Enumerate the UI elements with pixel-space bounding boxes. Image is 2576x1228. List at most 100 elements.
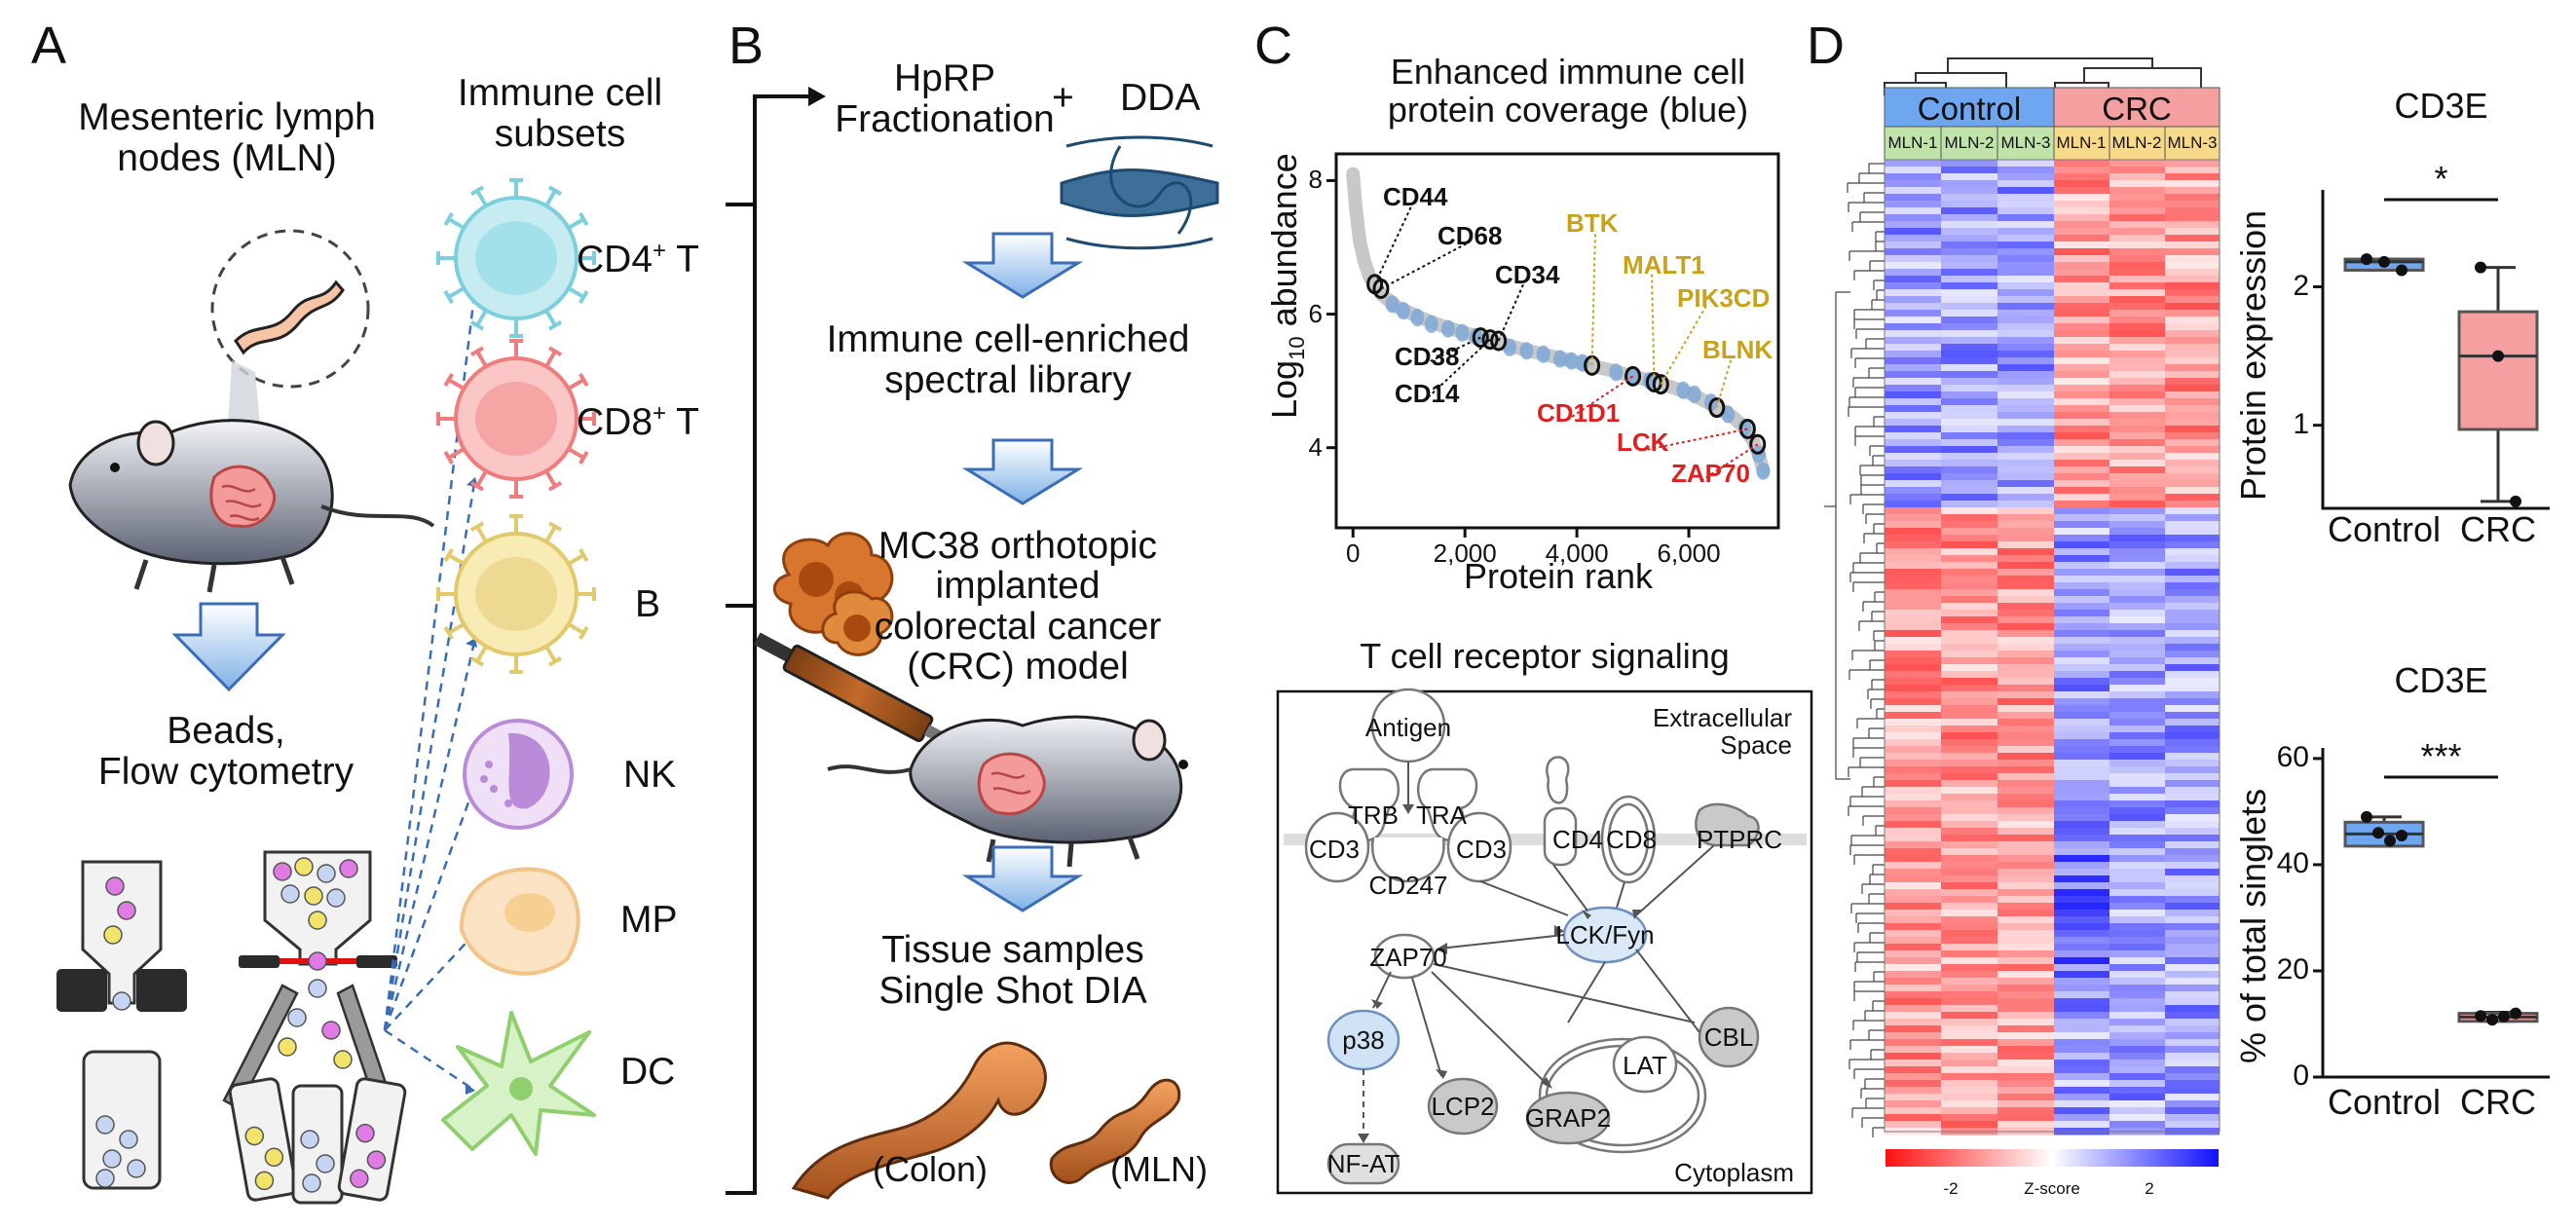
heatmap-cell <box>1997 651 2054 658</box>
node-cd3-left: CD3 <box>1308 835 1361 864</box>
heatmap-cell <box>1997 916 2054 924</box>
heatmap-cell <box>1997 855 2054 863</box>
heatmap-cell <box>2109 1114 2165 1122</box>
heatmap-cell <box>1885 1053 1941 1061</box>
receptor-spike <box>475 309 488 327</box>
heatmap-cell <box>1885 548 1941 556</box>
heatmap-cell <box>2054 1100 2109 1108</box>
heatmap-cell <box>2165 657 2220 665</box>
heatmap-cell <box>2165 432 2220 440</box>
cell-nucleus <box>508 732 550 809</box>
heatmap-cell <box>2054 685 2109 692</box>
heatmap-cell <box>1885 889 1941 897</box>
heatmap-cell <box>1997 235 2054 242</box>
receptor-spike <box>475 645 488 663</box>
immune-protein-point <box>1676 381 1691 399</box>
granule <box>485 761 493 768</box>
heatmap-cell <box>2109 1094 2165 1101</box>
heatmap-cell <box>2165 303 2220 311</box>
heatmap-cell <box>2165 855 2220 863</box>
heatmap-cell <box>2109 255 2165 263</box>
heatmap-cell <box>2109 1060 2165 1067</box>
heatmap-cell <box>1997 794 2054 801</box>
heatmap-cell <box>2109 882 2165 890</box>
x-tick-label: 6,000 <box>1657 539 1721 568</box>
b-cell-icon <box>436 514 596 674</box>
heatmap-cell <box>2054 950 2109 958</box>
heatmap-cell <box>2165 903 2220 911</box>
heatmap-cell <box>2109 637 2165 645</box>
heatmap-cell <box>1941 821 1997 829</box>
heatmap-cell <box>1997 160 2054 167</box>
heatmap-cell <box>2165 412 2220 420</box>
heatmap-cell <box>2109 1073 2165 1081</box>
heatmap-cell <box>1885 1060 1941 1067</box>
heatmap-cell <box>1997 821 2054 829</box>
heatmap-cell <box>2054 235 2109 242</box>
heatmap-cell <box>1997 1114 2054 1122</box>
cell-nucleus <box>509 1077 533 1100</box>
heatmap-cell <box>1997 296 2054 304</box>
heatmap-cell <box>2165 276 2220 283</box>
heatmap-cell <box>2165 242 2220 249</box>
heatmap-cell <box>2109 501 2165 508</box>
heatmap-cell <box>1941 419 1997 427</box>
heatmap-cell <box>2109 651 2165 658</box>
x-tick-label: 4,000 <box>1545 539 1609 568</box>
heatmap-cell <box>2165 473 2220 481</box>
heatmap-cell <box>1997 746 2054 754</box>
node-cd3-right: CD3 <box>1455 835 1508 864</box>
heatmap-cell <box>1941 1019 1997 1026</box>
heatmap-cell <box>1941 173 1997 181</box>
heatmap-cell <box>1941 835 1997 842</box>
heatmap-cell <box>1941 841 1997 849</box>
heatmap-cell <box>2054 528 2109 536</box>
heatmap-cell <box>1997 405 2054 413</box>
heatmap-cell <box>2054 882 2109 890</box>
heatmap-cell <box>2165 671 2220 679</box>
heatmap-cell <box>2109 207 2165 215</box>
heatmap-cell <box>1885 201 1941 208</box>
heatmap-cell <box>1885 739 1941 747</box>
colorbar-low-label: -2 <box>1943 1179 1959 1198</box>
immune-protein-point <box>1440 319 1455 338</box>
heatmap-cell <box>2054 923 2109 931</box>
heatmap-cell <box>2109 944 2165 951</box>
heatmap-cell <box>2109 276 2165 283</box>
heatmap-cell <box>1997 1066 2054 1074</box>
heatmap-cell <box>1997 732 2054 740</box>
heatmap-cell <box>2054 910 2109 917</box>
heatmap-cell <box>2109 398 2165 406</box>
heatmap-cell <box>1885 616 1941 624</box>
heatmap-cell <box>1941 412 1997 420</box>
receptor-tip <box>579 211 589 227</box>
heatmap-cell <box>1997 228 2054 236</box>
heatmap-cell <box>2109 760 2165 767</box>
heatmap-cell <box>1885 357 1941 365</box>
heatmap-cell <box>2109 691 2165 699</box>
heatmap-cell <box>1885 923 1941 931</box>
heatmap-cell <box>1997 419 2054 427</box>
heatmap-cell <box>1997 432 2054 440</box>
heatmap-cell <box>1941 487 1997 495</box>
heatmap-cell <box>1997 712 2054 720</box>
heatmap-cell <box>2165 562 2220 570</box>
heatmap-cell <box>2054 541 2109 549</box>
node-cd247: CD247 <box>1368 871 1448 900</box>
box-iqr <box>2457 310 2539 431</box>
cd8-t-label: CD8+ T <box>577 400 700 443</box>
receptor-tip <box>469 185 485 196</box>
heatmap-cell <box>1997 671 2054 679</box>
heatmap-cell <box>1997 514 2054 522</box>
heatmap-cell <box>1885 644 1941 651</box>
heatmap-cell <box>2054 248 2109 256</box>
receptor-tip <box>579 450 589 465</box>
heatmap-cell <box>2109 862 2165 870</box>
heatmap-cell <box>1997 1012 2054 1020</box>
highlighted-protein-marker <box>1749 433 1767 455</box>
heatmap-cell <box>1997 487 2054 495</box>
heatmap-cell <box>2165 535 2220 542</box>
heatmap-cell <box>2165 773 2220 781</box>
heatmap-cell <box>2165 439 2220 447</box>
heatmap-cell <box>1941 187 1997 195</box>
